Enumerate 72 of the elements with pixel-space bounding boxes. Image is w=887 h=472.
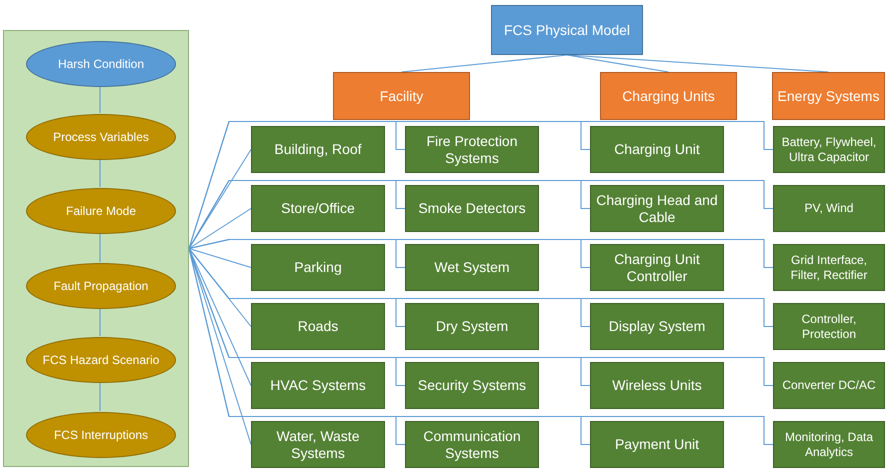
- node-label: Parking: [294, 259, 342, 276]
- category-box: [773, 303, 885, 350]
- node-label: Battery, Flywheel, Ultra Capacitor: [780, 135, 878, 164]
- node-label: FCS Physical Model: [504, 22, 630, 38]
- node-label: Fire Protection Systems: [425, 132, 519, 166]
- node-label: Facility: [380, 88, 424, 104]
- category-box: [773, 421, 885, 468]
- node-label: Security Systems: [418, 377, 526, 394]
- category-box: [405, 244, 539, 291]
- category-box: [772, 72, 885, 120]
- category-box: [251, 421, 385, 468]
- category-box: [590, 303, 724, 350]
- node-label: Building, Roof: [274, 141, 362, 158]
- node-label: Wireless Units: [612, 377, 702, 394]
- connector-line: [188, 208, 252, 249]
- category-box: [773, 126, 885, 173]
- category-box: [333, 72, 470, 120]
- node-label: FCS Interruptions: [54, 428, 148, 442]
- connector-line: [188, 248, 774, 327]
- node-label: Payment Unit: [614, 436, 700, 453]
- node-label: Roads: [298, 318, 338, 335]
- node-label: Display System: [608, 318, 706, 335]
- node-label: Dry System: [436, 318, 508, 335]
- node-label: Charging Unit Controller: [613, 250, 701, 284]
- node-label: Failure Mode: [66, 204, 136, 218]
- node-label: Process Variables: [53, 130, 149, 144]
- node-label: Energy Systems: [778, 88, 880, 104]
- node-label: FCS Hazard Scenario: [42, 352, 160, 368]
- category-box: [251, 303, 385, 350]
- connector-line: [188, 180, 774, 249]
- node-label: Charging Head and Cable: [595, 192, 719, 226]
- category-box: [773, 362, 885, 409]
- category-box: [590, 244, 724, 291]
- connector-line: [188, 239, 774, 268]
- node-label: HVAC Systems: [270, 377, 366, 394]
- node-label: Grid Interface, Filter, Rectifier: [790, 253, 868, 282]
- category-box: [600, 72, 737, 120]
- node-label: Converter DC/AC: [782, 378, 876, 393]
- category-box: [590, 421, 724, 468]
- node-label: Harsh Condition: [58, 56, 144, 72]
- category-box: [590, 185, 724, 232]
- node-label: Fault Propagation: [54, 278, 148, 294]
- node-label: Monitoring, Data Analytics: [784, 430, 874, 459]
- node-label: Wet System: [434, 259, 510, 276]
- node-label: Charging Unit: [614, 141, 700, 158]
- category-box: [405, 362, 539, 409]
- category-box: [773, 244, 885, 291]
- category-box: [251, 126, 385, 173]
- connector-line: [188, 149, 252, 249]
- node-label: Communication Systems: [422, 428, 522, 462]
- node-label: Controller, Protection: [800, 312, 858, 341]
- category-box: [251, 362, 385, 409]
- connector-line: [401, 54, 568, 72]
- category-box: [491, 5, 643, 55]
- node-label: PV, Wind: [804, 201, 854, 216]
- category-box: [590, 126, 724, 173]
- node-label: Charging Units: [622, 88, 715, 104]
- category-box: [405, 421, 539, 468]
- category-box: [405, 185, 539, 232]
- node-label: Smoke Detectors: [418, 200, 526, 217]
- node-label: Store/Office: [281, 200, 355, 217]
- category-box: [251, 185, 385, 232]
- panel-background: [3, 30, 189, 467]
- node-label: Water, Waste Systems: [276, 428, 360, 462]
- category-box: [251, 244, 385, 291]
- category-box: [590, 362, 724, 409]
- connector-line: [566, 54, 669, 72]
- connector-line: [566, 54, 829, 72]
- connector-line: [188, 248, 252, 268]
- category-box: [405, 126, 539, 173]
- category-box: [773, 185, 885, 232]
- category-box: [405, 303, 539, 350]
